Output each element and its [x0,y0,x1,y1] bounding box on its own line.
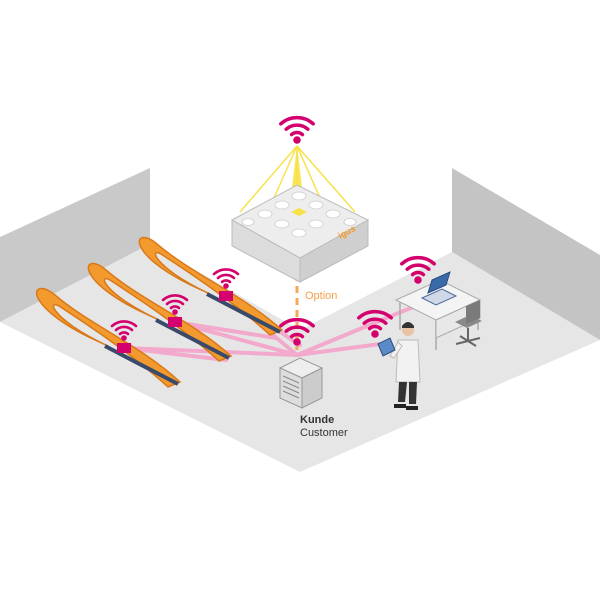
signal-beam-tablet [295,341,390,357]
sensor-box [117,343,131,353]
left-wall [0,168,150,322]
energy-chain-icon [138,236,284,336]
person-icon [377,322,421,410]
energy-chain-icon [87,262,233,362]
office-chair-icon [455,300,482,347]
tablet-icon [377,337,396,357]
signal-beam-chain-1b [122,346,228,362]
signal-beam-chain-2 [173,320,299,357]
sensor-box [168,317,182,327]
data-center-icon: igus [230,184,370,283]
right-wall [452,168,600,340]
energy-chain-3 [138,236,284,336]
sensor-box [219,291,233,301]
signal-beam-chain-2b [173,320,278,340]
customer-label: Customer [300,427,348,439]
workstation [394,271,482,350]
server-icon [278,357,324,409]
energy-chain-2 [87,262,233,362]
signal-beam-laptop [295,298,432,357]
option-label: Option [305,290,338,302]
laptop-icon [420,271,458,306]
energy-chain-1 [36,287,182,388]
kunde-label: Kunde [300,414,335,426]
energy-chain-icon [36,287,182,388]
wifi-signal-icon [279,115,315,145]
